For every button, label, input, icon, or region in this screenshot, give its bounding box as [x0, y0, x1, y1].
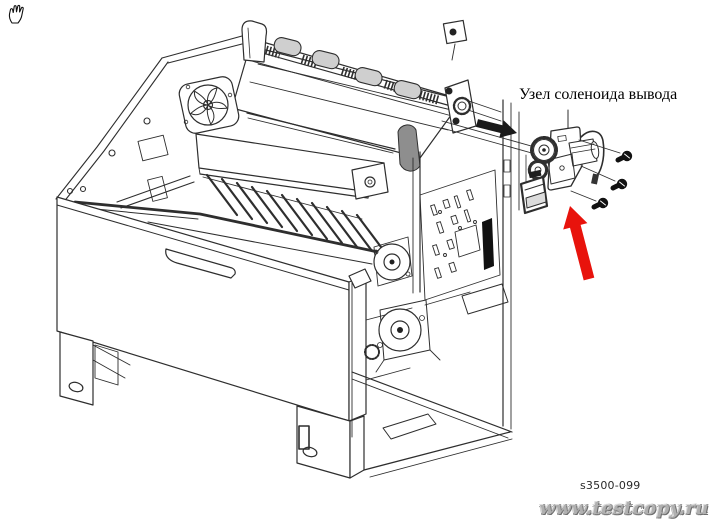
- callout-label: Узел соленоида вывода: [519, 86, 678, 103]
- board-connector: [482, 218, 494, 270]
- central-panel: [195, 133, 389, 200]
- screw-icon: [615, 150, 633, 163]
- direction-arrow: [476, 119, 517, 138]
- top-cover: [231, 45, 463, 294]
- printer-chassis: [55, 19, 527, 479]
- screw-icon: [610, 178, 628, 191]
- front-panel: [56, 196, 372, 422]
- controller-board: [419, 169, 501, 301]
- screw-icon: [591, 197, 609, 210]
- rear-left-frame: [55, 35, 243, 209]
- front-leg: [296, 405, 365, 479]
- figure-number: s3500-099: [580, 479, 641, 492]
- cooling-fan-icon: [178, 76, 240, 134]
- left-leg: [59, 331, 131, 406]
- pickup-rollers: [273, 37, 422, 100]
- handle-recess: [165, 248, 236, 279]
- solenoid-assembly: [519, 126, 605, 215]
- transfer-ribs: [73, 173, 389, 265]
- wire-harness: [580, 130, 605, 177]
- grab-hand-icon: [8, 4, 24, 24]
- right-base: [351, 99, 527, 478]
- watermark: www.testcopy.ru: [539, 498, 709, 519]
- highlight-arrow: [563, 206, 595, 281]
- pickup-roller-rail: [241, 19, 502, 134]
- drive-motors: [364, 236, 441, 373]
- mounting-screws: [570, 139, 633, 210]
